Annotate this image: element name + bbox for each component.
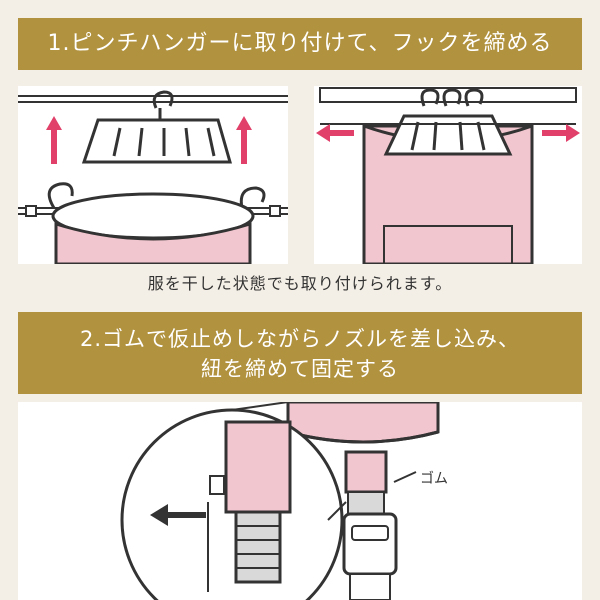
step2-banner: 2.ゴムで仮止めしながらノズルを差し込み、 紐を締めて固定する bbox=[18, 312, 582, 394]
step1-banner: 1.ピンチハンガーに取り付けて、フックを締める bbox=[18, 18, 582, 70]
up-arrow-icon bbox=[46, 116, 62, 164]
illustration-hanger-attach bbox=[18, 86, 288, 264]
illustration-nozzle-insert bbox=[18, 402, 582, 600]
rubber-label: ゴム bbox=[420, 471, 448, 487]
left-arrow-icon bbox=[150, 504, 206, 526]
left-right-arrow-icon bbox=[542, 124, 580, 142]
up-arrow-icon bbox=[236, 116, 252, 164]
illustration-hanger-clothes bbox=[314, 86, 582, 264]
step2-title-line2: 紐を締めて固定する bbox=[201, 357, 399, 381]
step1-title: 1.ピンチハンガーに取り付けて、フックを締める bbox=[47, 31, 553, 56]
left-right-arrow-icon bbox=[316, 124, 354, 142]
caption: 服を干した状態でも取り付けられます。 bbox=[147, 274, 453, 293]
step2-title-line1: 2.ゴムで仮止めしながらノズルを差し込み、 bbox=[79, 327, 521, 351]
